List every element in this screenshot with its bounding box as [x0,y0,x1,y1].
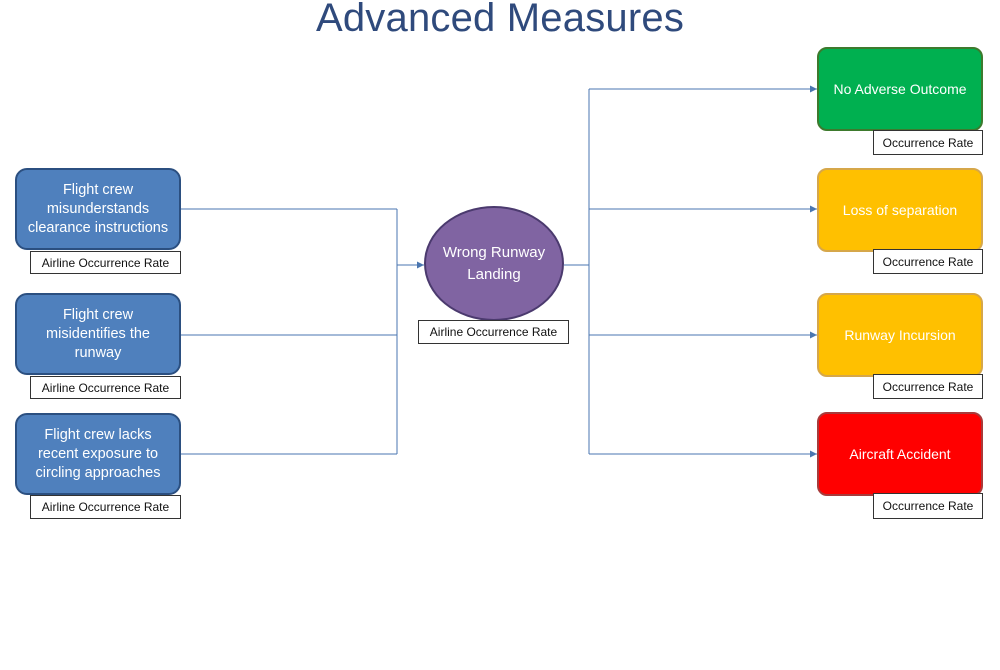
outcome-rate-label: Occurrence Rate [873,249,983,274]
page-title: Advanced Measures [315,0,685,40]
cause-rate-label: Airline Occurrence Rate [30,376,181,399]
outcome-no-adverse: No Adverse Outcome [817,47,983,131]
outcome-rate-label: Occurrence Rate [873,130,983,155]
event-rate-label: Airline Occurrence Rate [418,320,569,344]
cause-rate-label: Airline Occurrence Rate [30,251,181,274]
outcome-runway-incursion: Runway Incursion [817,293,983,377]
cause-lacks-exposure: Flight crew lacks recent exposure to cir… [15,413,181,495]
outcome-loss-of-separation: Loss of separation [817,168,983,252]
cause-misunderstands-clearance: Flight crew misunderstands clearance ins… [15,168,181,250]
outcome-aircraft-accident: Aircraft Accident [817,412,983,496]
outcome-rate-label: Occurrence Rate [873,374,983,399]
cause-misidentifies-runway: Flight crew misidentifies the runway [15,293,181,375]
outcome-rate-label: Occurrence Rate [873,493,983,519]
cause-rate-label: Airline Occurrence Rate [30,495,181,519]
event-wrong-runway-landing: Wrong Runway Landing [424,206,564,321]
